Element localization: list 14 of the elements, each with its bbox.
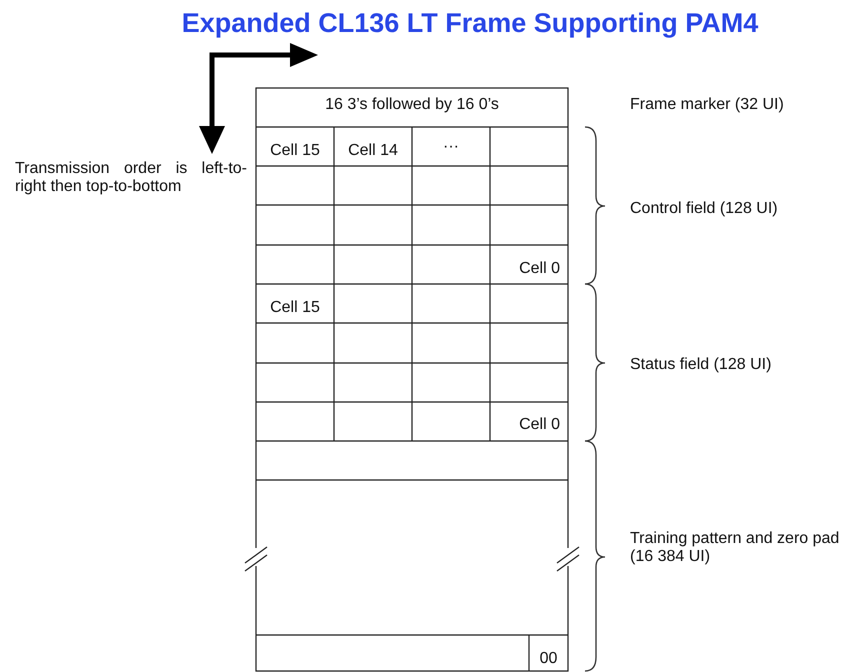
field-label: Training pattern and zero pad (16 384 UI) xyxy=(630,530,840,566)
cell-label: Cell 14 xyxy=(347,142,399,160)
ellipsis-text: ··· xyxy=(442,138,460,156)
field-label: Frame marker (32 UI) xyxy=(630,96,785,114)
field-label: Control field (128 UI) xyxy=(630,200,779,218)
note-text: Transmission order is left-to-right then top-to-bottom xyxy=(15,160,247,196)
frame-marker-text: 16 3’s followed by 16 0’s xyxy=(324,96,500,114)
cell-label: Cell 15 xyxy=(269,299,321,317)
cell-label: Cell 0 xyxy=(518,416,561,434)
title: Expanded CL136 LT Frame Supporting PAM4 xyxy=(180,8,760,39)
cell-label: Cell 0 xyxy=(518,260,561,278)
field-label: Status field (128 UI) xyxy=(630,356,772,374)
cell-label: Cell 15 xyxy=(269,142,321,160)
cell-label: 00 xyxy=(538,650,558,668)
